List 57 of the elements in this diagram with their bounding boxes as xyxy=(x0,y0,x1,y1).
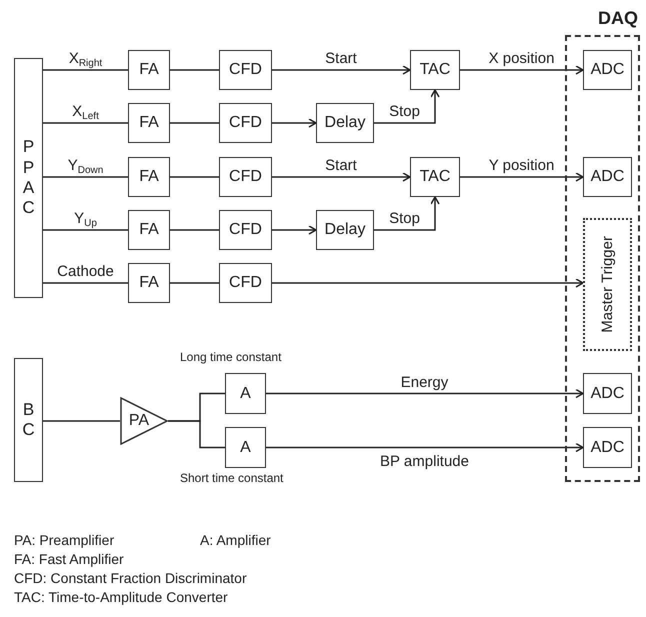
group-heading: DAQ xyxy=(598,8,638,29)
edge-label: Start xyxy=(325,158,357,173)
edge-label: X$_{Right}$ xyxy=(68,51,102,69)
connector-arrow xyxy=(460,65,584,75)
process-box: ADC xyxy=(583,157,632,197)
edge-label: BP amplitude xyxy=(380,454,469,468)
edge-label: Start xyxy=(325,51,357,66)
legend-note: TAC: Time-to-Amplitude Converter xyxy=(14,589,228,605)
legend-note: CFD: Constant Fraction Discriminator xyxy=(14,570,247,586)
dotted-box: Master Trigger xyxy=(583,218,632,351)
connector-arrow xyxy=(272,172,411,182)
node-caption: Long time constant xyxy=(180,350,282,364)
process-box: Delay xyxy=(316,103,374,143)
edge-label: Y$_{Down}$ xyxy=(68,158,104,176)
edge-label: Y$_{Up}$ xyxy=(74,211,97,229)
process-box: A xyxy=(225,427,266,468)
legend-note: FA: Fast Amplifier xyxy=(14,551,124,567)
process-box: FA xyxy=(128,263,170,303)
process-box: CFD xyxy=(219,210,272,250)
detector-box: PPAC xyxy=(14,58,43,298)
process-box: FA xyxy=(128,103,170,143)
process-box: A xyxy=(225,373,266,414)
connector-arrow xyxy=(374,89,440,124)
connector-arrow xyxy=(272,118,317,128)
detector-box: BC xyxy=(14,358,43,482)
connector-arrow xyxy=(272,225,317,235)
process-box: Delay xyxy=(316,210,374,250)
connector-arrow xyxy=(266,442,584,452)
process-box: FA xyxy=(128,157,170,197)
process-box: CFD xyxy=(219,157,272,197)
connector-arrow xyxy=(374,196,440,231)
process-box: FA xyxy=(128,50,170,90)
dashed-group-frame xyxy=(565,35,640,482)
edge-label: Cathode xyxy=(57,264,114,279)
process-box: TAC xyxy=(410,157,460,197)
edge-label: Stop xyxy=(389,211,420,226)
connector-arrow xyxy=(272,278,584,288)
edge-label: Energy xyxy=(400,374,448,390)
edge-label: Stop xyxy=(389,104,420,119)
edge-label: Y position xyxy=(488,158,554,173)
process-box: CFD xyxy=(219,263,272,303)
edge-label: X position xyxy=(488,51,554,66)
process-box: CFD xyxy=(219,50,272,90)
process-box: TAC xyxy=(410,50,460,90)
process-box: ADC xyxy=(583,50,632,90)
process-box: ADC xyxy=(583,427,632,468)
process-box: CFD xyxy=(219,103,272,143)
legend-note: PA: Preamplifier xyxy=(14,532,114,548)
legend-note: A: Amplifier xyxy=(200,532,271,548)
amplifier-triangle: PA xyxy=(120,397,168,445)
edge-label: X$_{Left}$ xyxy=(72,104,99,122)
process-box: FA xyxy=(128,210,170,250)
connector-arrow xyxy=(460,172,584,182)
node-caption: Short time constant xyxy=(180,471,284,485)
connector-arrow xyxy=(266,388,584,398)
connector-arrow xyxy=(272,65,411,75)
process-box: ADC xyxy=(583,373,632,414)
